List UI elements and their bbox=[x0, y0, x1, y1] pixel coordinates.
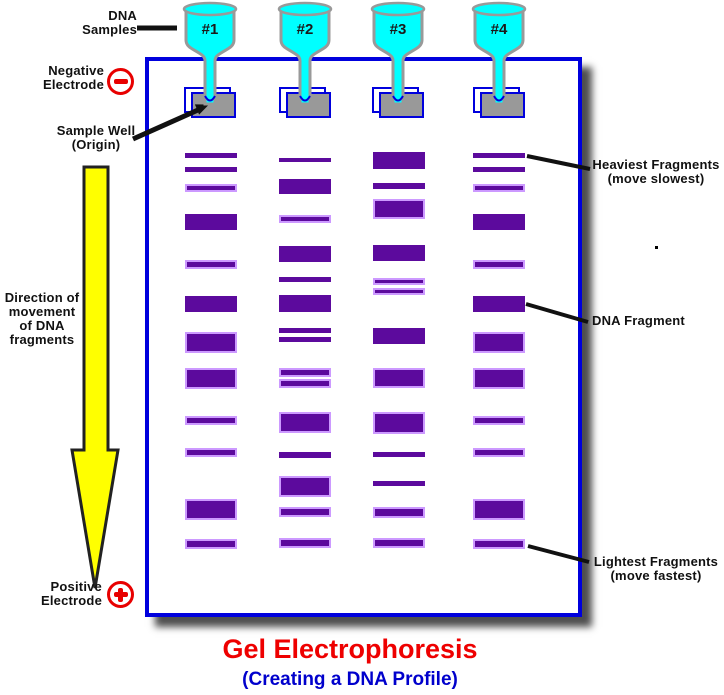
leader-line-lightest bbox=[527, 544, 590, 564]
negative-electrode-label: Negative Electrode bbox=[20, 64, 104, 92]
sample-well-label: Sample Well (Origin) bbox=[36, 124, 156, 152]
heaviest-line1: Heaviest Fragments bbox=[592, 157, 720, 172]
sample-well-line2: (Origin) bbox=[71, 137, 121, 152]
plus-icon-v bbox=[118, 587, 123, 602]
leader-line-heaviest bbox=[526, 154, 591, 171]
sample-well-arrowhead-icon bbox=[194, 104, 209, 115]
diagram-title: Gel Electrophoresis bbox=[222, 634, 478, 664]
positive-electrode-icon bbox=[107, 581, 134, 608]
dna-samples-line2: Samples bbox=[82, 22, 137, 37]
dna-samples-label: DNA Samples bbox=[57, 9, 137, 37]
heaviest-fragments-label: Heaviest Fragments (move slowest) bbox=[590, 158, 722, 186]
direction-line4: fragments bbox=[9, 332, 75, 347]
heaviest-line2: (move slowest) bbox=[607, 171, 705, 186]
leader-line-dna-fragment bbox=[525, 302, 589, 324]
positive-electrode-label: Positive Electrode bbox=[18, 580, 102, 608]
minus-icon bbox=[113, 79, 128, 84]
positive-line1: Positive bbox=[50, 579, 102, 594]
direction-arrow bbox=[70, 165, 120, 589]
lightest-fragments-label: Lightest Fragments (move fastest) bbox=[590, 555, 722, 583]
direction-line1: Direction of bbox=[4, 290, 80, 305]
dna-fragment-label: DNA Fragment bbox=[592, 313, 685, 328]
dna-samples-line1: DNA bbox=[108, 8, 137, 23]
negative-line2: Electrode bbox=[42, 77, 104, 92]
lightest-line2: (move fastest) bbox=[610, 568, 702, 583]
stray-dot bbox=[655, 246, 658, 249]
sample-well-line1: Sample Well bbox=[56, 123, 136, 138]
direction-label: Direction of movement of DNA fragments bbox=[2, 291, 82, 347]
negative-line1: Negative bbox=[48, 63, 104, 78]
direction-line2: movement bbox=[8, 304, 76, 319]
positive-line2: Electrode bbox=[40, 593, 102, 608]
negative-electrode-icon bbox=[107, 68, 134, 95]
leader-line-sample-well bbox=[131, 107, 200, 142]
direction-line3: of DNA bbox=[19, 318, 65, 333]
diagram-subtitle: (Creating a DNA Profile) bbox=[242, 669, 458, 690]
lightest-line1: Lightest Fragments bbox=[593, 554, 719, 569]
